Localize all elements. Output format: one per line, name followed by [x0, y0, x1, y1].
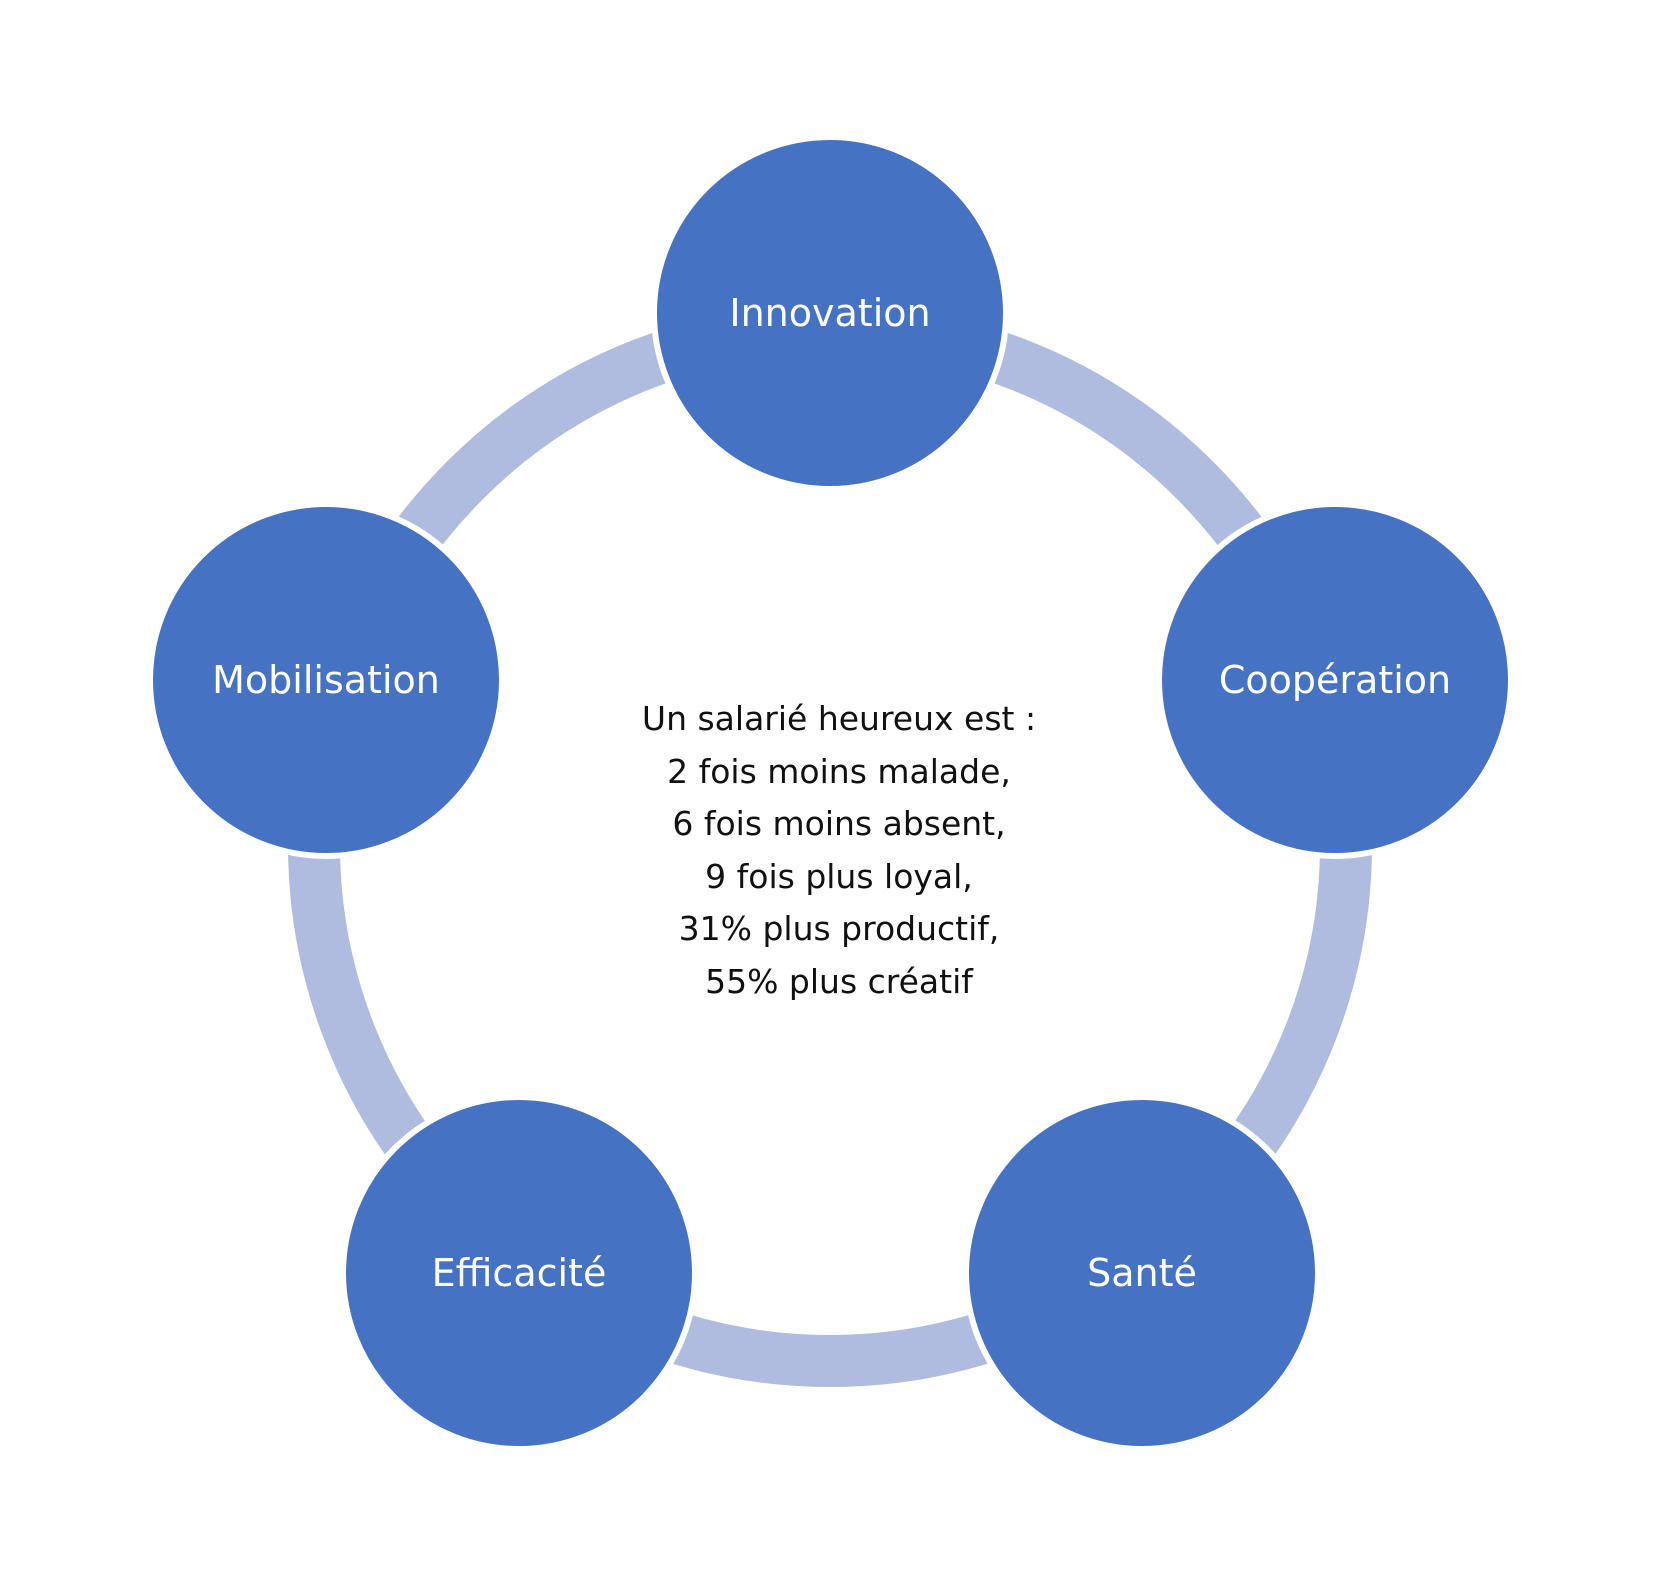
node-sante-label: Santé	[1087, 1251, 1197, 1295]
node-innovation-label: Innovation	[729, 291, 930, 335]
node-innovation: Innovation	[651, 134, 1009, 492]
node-mobilisation: Mobilisation	[147, 501, 505, 859]
center-line-6: 55% plus créatif	[705, 961, 973, 1001]
node-innovation-circle	[651, 134, 1009, 492]
node-efficacite-label: Efficacité	[432, 1251, 607, 1295]
center-statement: Un salarié heureux est : 2 fois moins ma…	[539, 693, 1139, 1008]
center-line-1: Un salarié heureux est :	[641, 699, 1037, 738]
node-cooperation-circle	[1156, 501, 1514, 859]
node-cooperation: Coopération	[1156, 501, 1514, 859]
node-efficacite-circle	[340, 1094, 698, 1452]
center-line-4: 9 fois plus loyal,	[705, 856, 973, 896]
center-line-3: 6 fois moins absent,	[672, 804, 1006, 843]
node-sante: Santé	[963, 1094, 1321, 1452]
node-sante-circle	[963, 1094, 1321, 1452]
node-cooperation-label: Coopération	[1219, 658, 1451, 702]
center-line-5: 31% plus productif,	[678, 909, 1000, 948]
center-line-2: 2 fois moins malade,	[667, 751, 1011, 791]
node-mobilisation-label: Mobilisation	[212, 658, 440, 702]
node-efficacite: Efficacité	[340, 1094, 698, 1452]
node-mobilisation-circle	[147, 501, 505, 859]
